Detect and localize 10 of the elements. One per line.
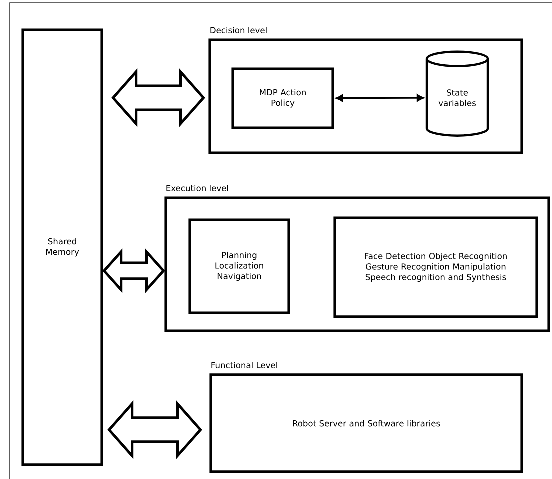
process-box: Planning Localization Navigation xyxy=(188,218,290,314)
level-heading: Execution level xyxy=(166,185,228,192)
level-heading: Functional Level xyxy=(212,362,278,368)
process-box: MDP Action Policy xyxy=(232,68,334,130)
level-heading: Decision level xyxy=(210,27,267,34)
database-cylinder: State variables xyxy=(426,50,490,137)
level-box: Robot Server and Software libraries xyxy=(210,374,524,474)
arrow xyxy=(336,94,424,102)
process-box: Shared Memory xyxy=(22,28,104,466)
process-box: Face Detection Object Recognition Gesture Recognition Manipulation Speech recognition and Synthesis xyxy=(334,216,538,318)
